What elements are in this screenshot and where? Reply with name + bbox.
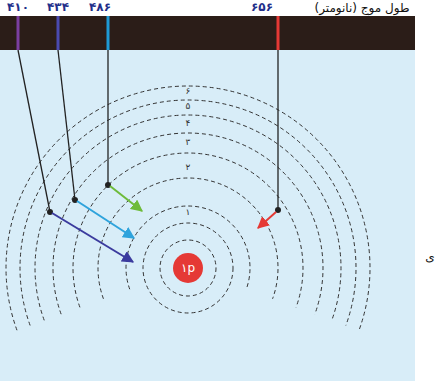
level-number: ۵ [185, 102, 192, 112]
level-number: ۶ [185, 87, 192, 97]
wavelength-value: ۴۸۶ [89, 1, 111, 14]
transition-arrow [110, 186, 142, 211]
orbit-group [6, 86, 370, 330]
spectral-line [57, 16, 60, 50]
transition-arrow [77, 201, 134, 238]
orbit [6, 86, 370, 330]
stray-text: ی [425, 251, 434, 264]
ground-panel [0, 50, 415, 381]
spectral-line [107, 16, 110, 50]
level-number: ۳ [185, 138, 192, 148]
electron-dots [47, 182, 281, 215]
orbit [160, 240, 216, 296]
orbit [35, 115, 341, 320]
transition-arrow [52, 213, 133, 262]
wavelength-value: ۴۱۰ [7, 1, 29, 14]
wavelength-value: ۶۵۶ [251, 1, 273, 14]
leader-lines [18, 50, 278, 212]
spectral-line [17, 16, 20, 50]
level-number: ۲ [185, 163, 192, 173]
level-number: ۱ [185, 208, 192, 218]
orbit [126, 206, 250, 289]
transition-arrow [258, 212, 276, 228]
orbit [53, 133, 323, 314]
spectral-line [277, 16, 280, 50]
wavelength-value: ۴۳۴ [47, 1, 69, 14]
orbit [20, 100, 356, 325]
orbit [143, 223, 233, 313]
nucleus-circle: ۱p [173, 253, 203, 283]
level-number: ۴ [185, 119, 192, 129]
spectrum-bar [0, 16, 415, 50]
axis-title: طول موج (نانومتر) [314, 2, 409, 15]
nucleus-label: ۱p [181, 261, 195, 275]
orbit [98, 178, 278, 299]
